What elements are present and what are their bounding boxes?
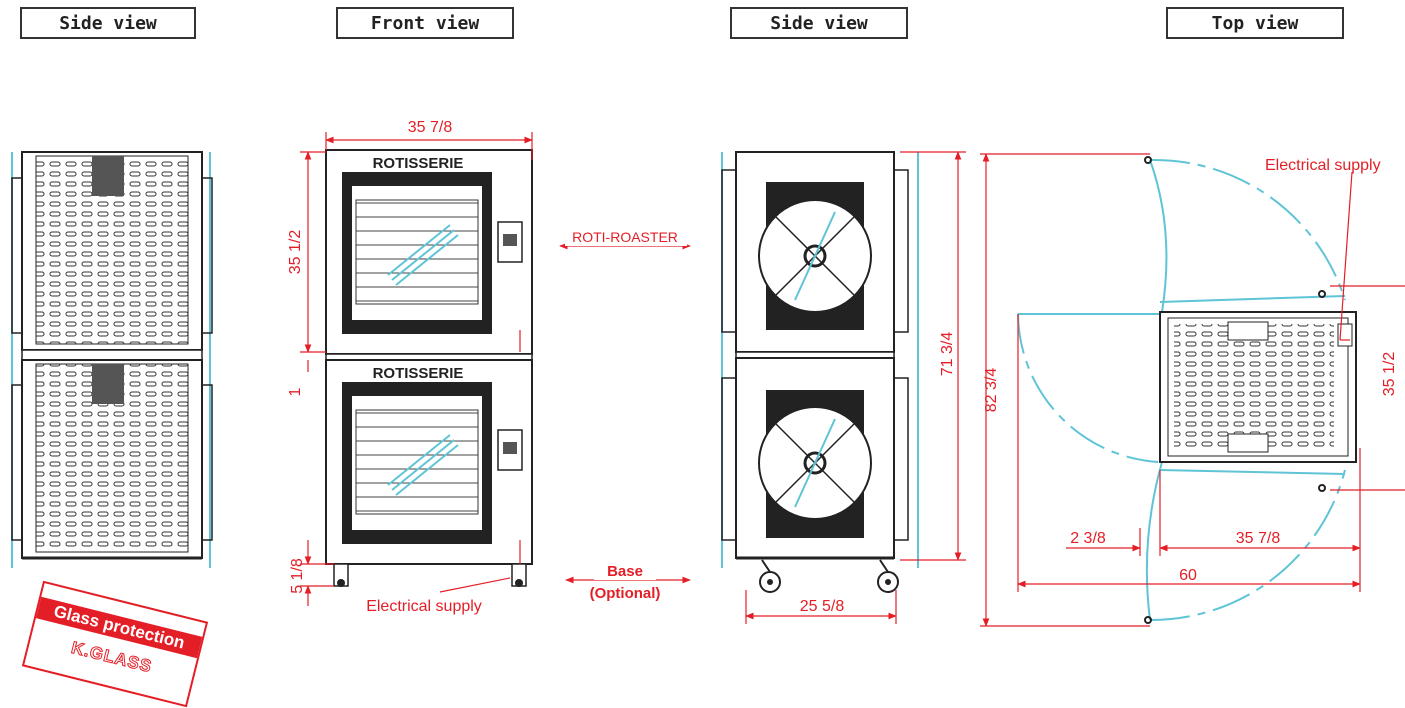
- front-view-label: Front view: [336, 7, 514, 39]
- front-width-dimension: 35 7/8: [408, 119, 453, 136]
- top-width-dimension: 35 1/2: [1381, 352, 1398, 397]
- side-view-right-drawing: [721, 151, 919, 593]
- top-view-label: Top view: [1166, 7, 1344, 39]
- front-brand-top: ROTISSERIE: [373, 155, 464, 172]
- side-view-left-label: Side view: [20, 7, 196, 39]
- top-view-drawing: [1017, 156, 1357, 624]
- front-base-height-dimension: 5 1/8: [289, 558, 306, 594]
- top-dimension-lines: [980, 153, 1405, 627]
- side-view-right-label: Side view: [730, 7, 908, 39]
- side-right-depth-dimension: 25 5/8: [800, 598, 845, 615]
- side-view-left-drawing: [11, 151, 213, 568]
- front-upper-height-dimension: 35 1/2: [287, 230, 304, 275]
- top-body-width-dimension: 35 7/8: [1236, 530, 1281, 547]
- top-electrical-supply-label: Electrical supply: [1265, 157, 1381, 174]
- front-brand-bottom: ROTISSERIE: [373, 365, 464, 382]
- side-right-height-dimension: 71 3/4: [939, 332, 956, 377]
- base-optional-label: (Optional): [590, 585, 661, 602]
- front-view-drawing: [325, 149, 533, 587]
- top-overall-height-dimension: 82 3/4: [983, 368, 1000, 413]
- front-electrical-supply-label: Electrical supply: [366, 598, 482, 615]
- front-gap-dimension: 1: [287, 387, 304, 396]
- roti-roaster-label: ROTI-ROASTER: [572, 229, 678, 245]
- top-total-width-dimension: 60: [1179, 567, 1197, 584]
- base-label: Base: [607, 563, 643, 580]
- top-offset-dimension: 2 3/8: [1070, 530, 1106, 547]
- side-right-dimension-lines: [745, 151, 966, 624]
